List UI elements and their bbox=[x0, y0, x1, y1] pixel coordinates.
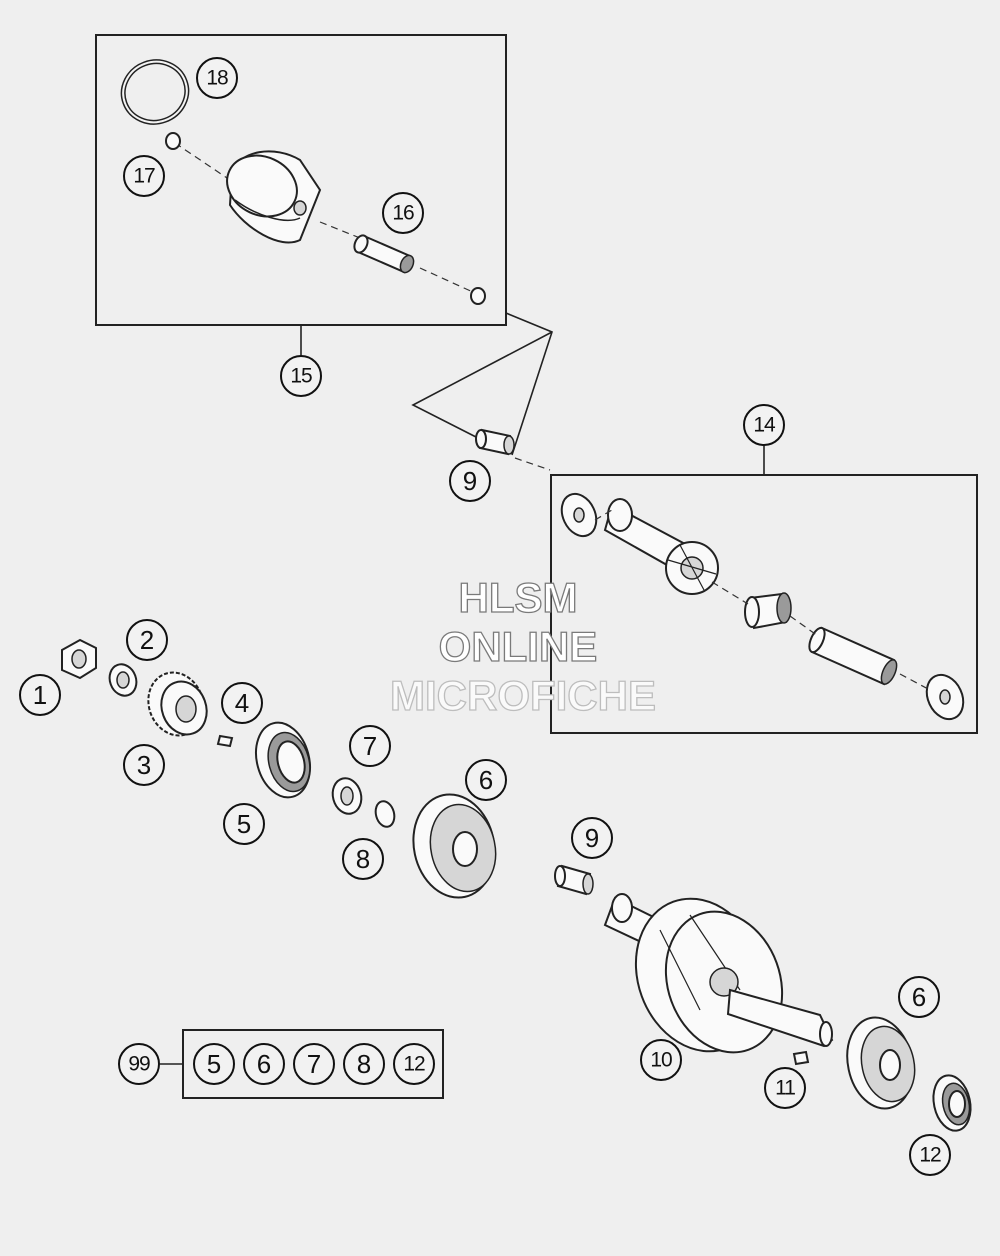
shim-washer bbox=[331, 777, 363, 815]
svg-text:10: 10 bbox=[650, 1049, 672, 1072]
svg-text:15: 15 bbox=[290, 365, 312, 388]
svg-text:1: 1 bbox=[33, 680, 47, 710]
svg-text:5: 5 bbox=[237, 809, 251, 839]
ball-bearing-left bbox=[412, 793, 497, 899]
callout-9-lower: 9 bbox=[571, 817, 613, 859]
callout-11: 11 bbox=[764, 1067, 806, 1109]
needle-bearing-top bbox=[475, 428, 515, 456]
conrod-kit-parts bbox=[560, 492, 965, 721]
svg-text:5: 5 bbox=[207, 1049, 221, 1079]
watermark-line-2: ONLINE bbox=[439, 623, 598, 670]
svg-text:6: 6 bbox=[257, 1049, 271, 1079]
callout-99: 99 bbox=[118, 1043, 160, 1085]
callout-3: 3 bbox=[123, 744, 165, 786]
piston bbox=[226, 150, 322, 244]
svg-text:8: 8 bbox=[357, 1049, 371, 1079]
svg-text:18: 18 bbox=[206, 67, 228, 90]
callout-8: 8 bbox=[342, 838, 384, 880]
kit-item-5: 12 bbox=[393, 1043, 435, 1085]
svg-text:6: 6 bbox=[912, 982, 926, 1012]
washer bbox=[108, 663, 138, 697]
callout-15: 15 bbox=[280, 355, 322, 397]
crankshaft bbox=[603, 893, 834, 1054]
svg-text:99: 99 bbox=[128, 1053, 150, 1076]
kit-item-2: 6 bbox=[243, 1043, 285, 1085]
kit-item-3: 7 bbox=[293, 1043, 335, 1085]
ball-bearing-right bbox=[846, 1016, 916, 1110]
callout-18: 18 bbox=[196, 57, 238, 99]
callout-6-right: 6 bbox=[898, 976, 940, 1018]
callout-10: 10 bbox=[640, 1039, 682, 1081]
primary-gear bbox=[147, 671, 208, 737]
callout-7: 7 bbox=[349, 725, 391, 767]
callout-17: 17 bbox=[123, 155, 165, 197]
svg-text:7: 7 bbox=[307, 1049, 321, 1079]
nut bbox=[61, 638, 97, 680]
callout-5: 5 bbox=[223, 803, 265, 845]
svg-text:14: 14 bbox=[753, 414, 776, 437]
callout-9-top: 9 bbox=[449, 460, 491, 502]
o-ring bbox=[374, 800, 396, 828]
callout-12: 12 bbox=[909, 1134, 951, 1176]
svg-text:16: 16 bbox=[392, 202, 414, 225]
svg-text:9: 9 bbox=[463, 466, 477, 496]
svg-text:7: 7 bbox=[363, 731, 377, 761]
svg-text:2: 2 bbox=[140, 625, 154, 655]
svg-text:9: 9 bbox=[585, 823, 599, 853]
callout-4: 4 bbox=[221, 682, 263, 724]
svg-text:12: 12 bbox=[919, 1144, 941, 1167]
svg-text:12: 12 bbox=[403, 1053, 425, 1076]
kit-item-1: 5 bbox=[193, 1043, 235, 1085]
watermark-line-1: HLSM bbox=[459, 574, 578, 621]
circlip-right bbox=[470, 287, 486, 305]
watermark: HLSM ONLINE MICROFICHE bbox=[389, 573, 656, 719]
watermark-line-3: MICROFICHE bbox=[390, 672, 656, 719]
callout-16: 16 bbox=[382, 192, 424, 234]
needle-bearing-lower bbox=[554, 864, 594, 896]
piston-ring bbox=[120, 59, 190, 125]
svg-text:6: 6 bbox=[479, 765, 493, 795]
svg-text:11: 11 bbox=[775, 1077, 795, 1100]
callout-2: 2 bbox=[126, 619, 168, 661]
kit-item-4: 8 bbox=[343, 1043, 385, 1085]
crank-key bbox=[792, 1050, 810, 1066]
circlip-left bbox=[165, 132, 181, 150]
callout-6-left: 6 bbox=[465, 759, 507, 801]
svg-text:3: 3 bbox=[137, 750, 151, 780]
callout-1: 1 bbox=[19, 674, 61, 716]
svg-text:4: 4 bbox=[235, 688, 249, 718]
callout-14: 14 bbox=[743, 404, 785, 446]
zigzag-leader bbox=[411, 312, 553, 456]
shaft-seal bbox=[255, 721, 311, 799]
svg-text:17: 17 bbox=[133, 165, 155, 188]
svg-text:8: 8 bbox=[356, 844, 370, 874]
woodruff-key bbox=[216, 734, 234, 748]
piston-pin bbox=[353, 234, 415, 274]
piston-axis-dash bbox=[174, 142, 476, 294]
bearing-axis-dash bbox=[514, 457, 551, 471]
shaft-seal-right bbox=[932, 1074, 972, 1132]
